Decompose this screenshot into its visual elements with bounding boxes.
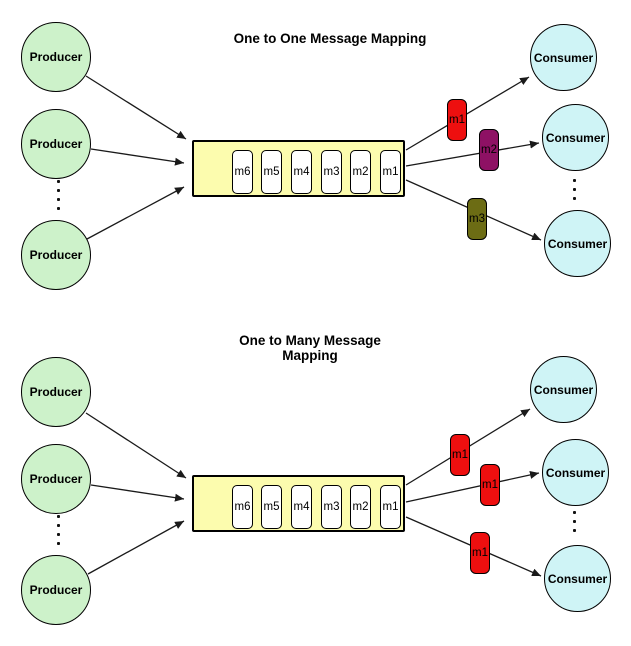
d2-queue-slot-m2: m2	[350, 485, 371, 529]
arrow-d1-queue-to-consumer1	[405, 76, 530, 151]
d2-producer-ellipsis	[57, 515, 60, 545]
d1-consumer-ellipsis	[573, 179, 576, 200]
arrow-d1-producer1-to-queue	[85, 75, 187, 140]
arrow-d2-queue-to-consumer2	[405, 471, 540, 503]
d2-consumer-3-label: Consumer	[547, 571, 608, 586]
d1-producer-2: Producer	[21, 109, 91, 179]
d2-consumer-1-label: Consumer	[533, 382, 594, 397]
d2-producer-1: Producer	[21, 357, 91, 427]
d2-inflight-message-2: m1	[480, 464, 500, 506]
d1-inflight-message-1: m1	[447, 99, 467, 141]
d2-consumer-2: Consumer	[542, 439, 609, 506]
d1-inflight-message-3: m3	[467, 198, 487, 240]
d1-consumer-1: Consumer	[530, 24, 597, 91]
d2-queue-slot-m4: m4	[291, 485, 312, 529]
d1-consumer-1-label: Consumer	[533, 50, 594, 65]
d2-queue-slot-m1: m1	[380, 485, 401, 529]
d2-producer-3: Producer	[21, 555, 91, 625]
d1-consumer-2: Consumer	[542, 104, 609, 171]
d2-producer-3-label: Producer	[29, 583, 83, 597]
d1-queue-slot-m2: m2	[350, 150, 371, 194]
d2-producer-1-label: Producer	[29, 385, 83, 399]
diagram2-title-line2: Mapping	[282, 348, 338, 363]
d1-consumer-3: Consumer	[544, 210, 611, 277]
d1-producer-2-label: Producer	[29, 137, 83, 151]
d1-producer-1: Producer	[21, 22, 91, 92]
arrow-d1-producer3-to-queue	[86, 186, 185, 240]
d2-consumer-1: Consumer	[530, 356, 597, 423]
d2-consumer-2-label: Consumer	[545, 465, 606, 480]
diagram2-title-line1: One to Many Message	[239, 333, 381, 348]
d1-producer-3: Producer	[21, 220, 91, 290]
d2-producer-2-label: Producer	[29, 472, 83, 486]
d1-message-queue: m6 m5 m4 m3 m2 m1	[192, 140, 405, 197]
arrow-d2-producer1-to-queue	[85, 412, 187, 479]
d1-producer-1-label: Producer	[29, 50, 83, 64]
d2-queue-slot-m3: m3	[321, 485, 342, 529]
d1-inflight-message-2: m2	[479, 129, 499, 171]
d1-queue-slot-m1: m1	[380, 150, 401, 194]
arrow-d2-producer2-to-queue	[90, 484, 185, 502]
d2-inflight-message-3: m1	[470, 532, 490, 574]
arrow-d1-producer2-to-queue	[90, 148, 185, 166]
d1-queue-slot-m4: m4	[291, 150, 312, 194]
d1-queue-slot-m5: m5	[261, 150, 282, 194]
d2-queue-slot-m6: m6	[232, 485, 253, 529]
d2-producer-2: Producer	[21, 444, 91, 514]
d2-queue-slot-m5: m5	[261, 485, 282, 529]
d2-consumer-ellipsis	[573, 511, 576, 532]
d1-producer-3-label: Producer	[29, 248, 83, 262]
arrow-d1-queue-to-consumer2	[405, 140, 540, 167]
d1-consumer-3-label: Consumer	[547, 236, 608, 251]
diagram2-title: One to Many Message Mapping	[170, 333, 450, 363]
diagram1-title: One to One Message Mapping	[233, 31, 427, 46]
d1-producer-ellipsis	[57, 180, 60, 210]
d2-inflight-message-1: m1	[450, 434, 470, 476]
d1-queue-slot-m6: m6	[232, 150, 253, 194]
d2-message-queue: m6 m5 m4 m3 m2 m1	[192, 475, 405, 532]
d2-consumer-3: Consumer	[544, 545, 611, 612]
arrow-d2-producer3-to-queue	[87, 520, 185, 575]
d1-queue-slot-m3: m3	[321, 150, 342, 194]
d1-consumer-2-label: Consumer	[545, 130, 606, 145]
